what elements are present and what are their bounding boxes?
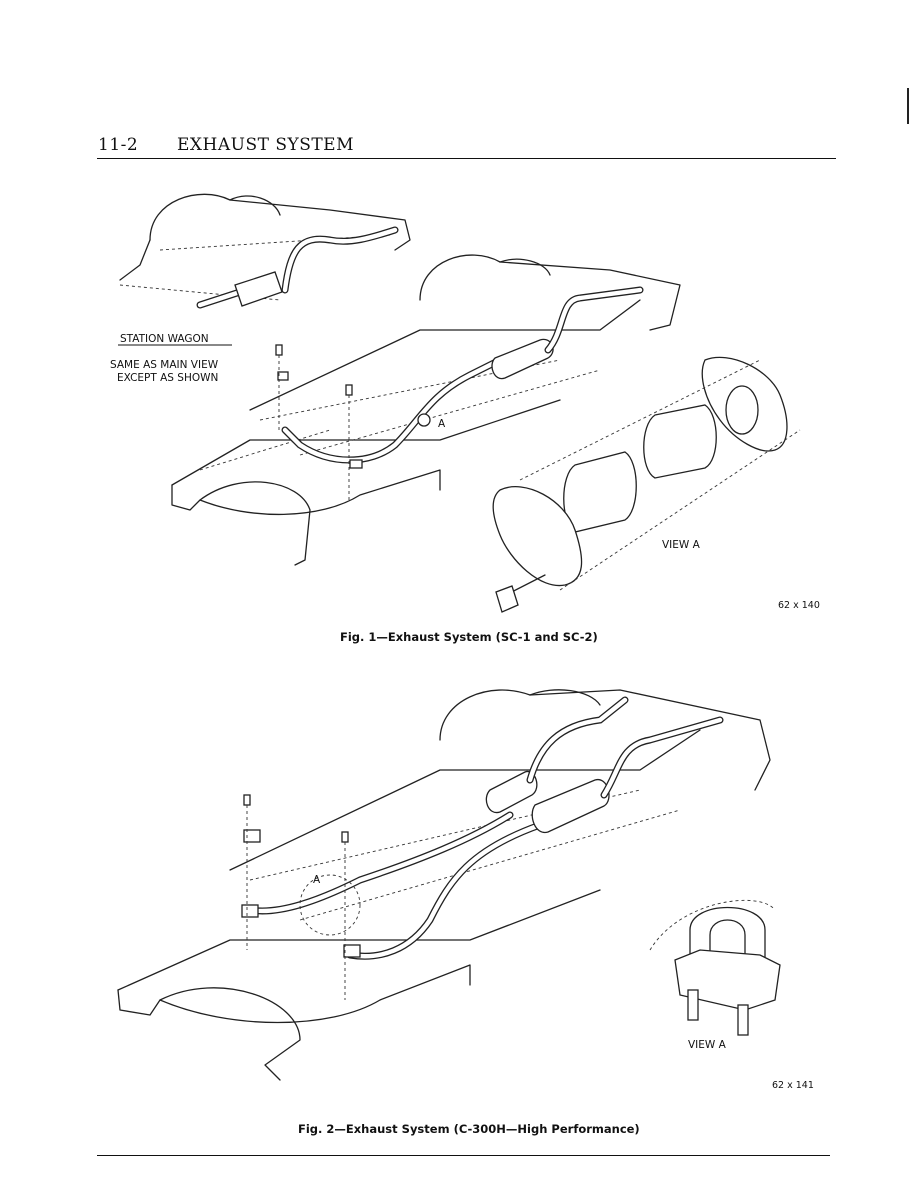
figure-2-illustration: A VIEW A (117, 689, 781, 1081)
page-number: 11-2 (98, 135, 139, 155)
fig1-code: 62 x 140 (778, 600, 820, 611)
inset-title: STATION WAGON (120, 333, 209, 345)
figure-1-illustration: STATION WAGON SAME AS MAIN VIEW EXCEPT A… (110, 193, 801, 613)
fig2-callout-a: A (313, 874, 321, 886)
fig2-view-label: VIEW A (688, 1039, 727, 1051)
page-header: 11-2 EXHAUST SYSTEM (97, 134, 836, 159)
fig2-caption: Fig. 2—Exhaust System (C-300H—High Perfo… (298, 1122, 640, 1136)
margin-mark (907, 88, 909, 124)
fig2-code: 62 x 141 (772, 1080, 814, 1091)
fig1-callout-a: A (438, 418, 446, 430)
inset-note-line1: SAME AS MAIN VIEW (110, 359, 219, 371)
fig1-view-label: VIEW A (662, 539, 701, 551)
footer-rule (97, 1155, 830, 1156)
section-title: EXHAUST SYSTEM (177, 135, 354, 155)
fig1-caption: Fig. 1—Exhaust System (SC-1 and SC-2) (340, 630, 598, 644)
inset-note-line2: EXCEPT AS SHOWN (117, 372, 218, 384)
